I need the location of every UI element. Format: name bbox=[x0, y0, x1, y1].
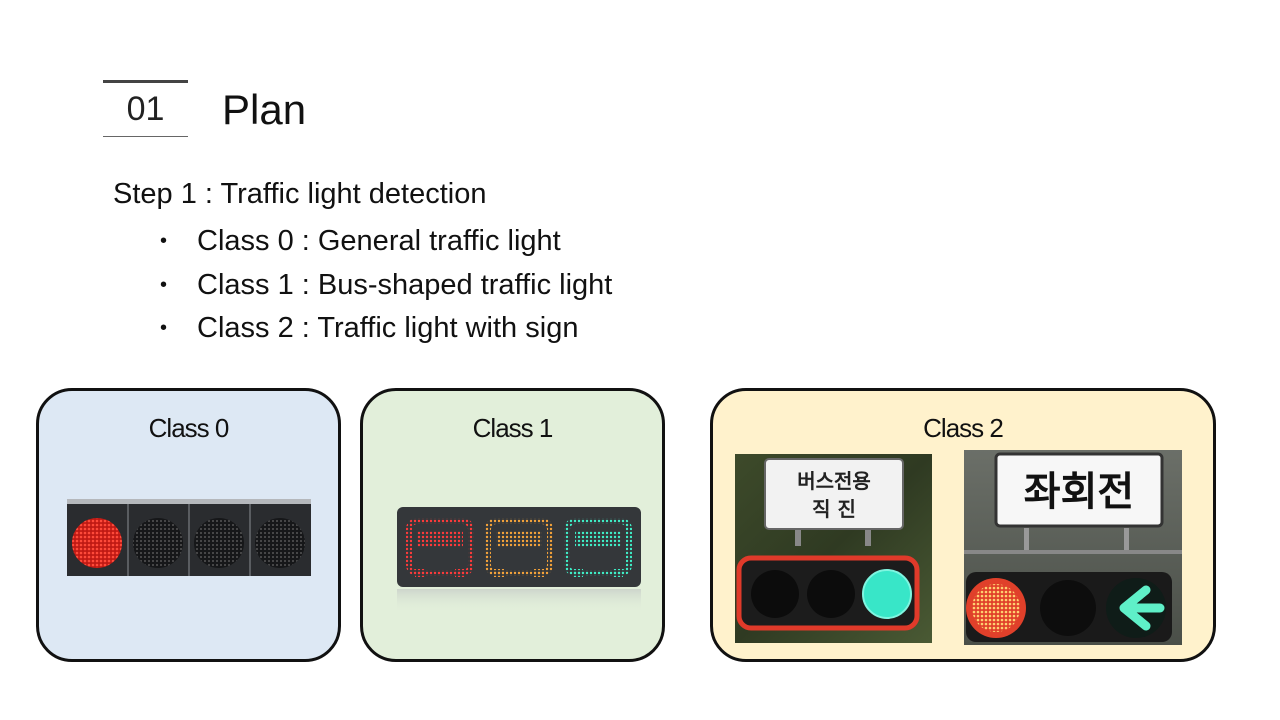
class-2-card: Class 2 버스전용 직 진 좌회전 bbox=[710, 388, 1216, 662]
list-item: • Class 0 : General traffic light bbox=[160, 220, 612, 264]
bus-only-sign-line2: 직 진 bbox=[812, 497, 856, 521]
class-0-description: Class 0 : General traffic light bbox=[197, 225, 561, 257]
bus-only-straight-sign-light-image: 버스전용 직 진 bbox=[735, 454, 932, 643]
class-1-description: Class 1 : Bus-shaped traffic light bbox=[197, 268, 613, 301]
left-turn-sign-text: 좌회전 bbox=[1024, 469, 1134, 515]
class-2-description: Class 2 : Traffic light with sign bbox=[197, 312, 579, 344]
class-0-card: Class 0 bbox=[36, 388, 341, 662]
left-turn-sign-light-image: 좌회전 bbox=[964, 450, 1182, 645]
class-2-label: Class 2 bbox=[923, 413, 1004, 443]
bus-only-sign-line1: 버스전용 bbox=[797, 469, 871, 493]
bullet-icon: • bbox=[160, 230, 168, 252]
section-number: 01 bbox=[103, 80, 188, 137]
bullet-icon: • bbox=[160, 273, 168, 296]
step-heading: Step 1 : Traffic light detection bbox=[113, 178, 487, 210]
list-item: • Class 2 : Traffic light with sign bbox=[160, 307, 612, 351]
general-traffic-light-image bbox=[67, 499, 311, 576]
list-item: • Class 1 : Bus-shaped traffic light bbox=[160, 264, 612, 308]
bullet-icon: • bbox=[160, 317, 168, 339]
class-list: • Class 0 : General traffic light • Class … bbox=[160, 220, 612, 351]
bus-shaped-traffic-light-image bbox=[397, 507, 641, 613]
class-1-card: Class 1 bbox=[360, 388, 665, 662]
class-0-label: Class 0 bbox=[148, 413, 230, 443]
class-1-label: Class 1 bbox=[472, 413, 554, 443]
slide-title: Plan bbox=[222, 86, 307, 133]
